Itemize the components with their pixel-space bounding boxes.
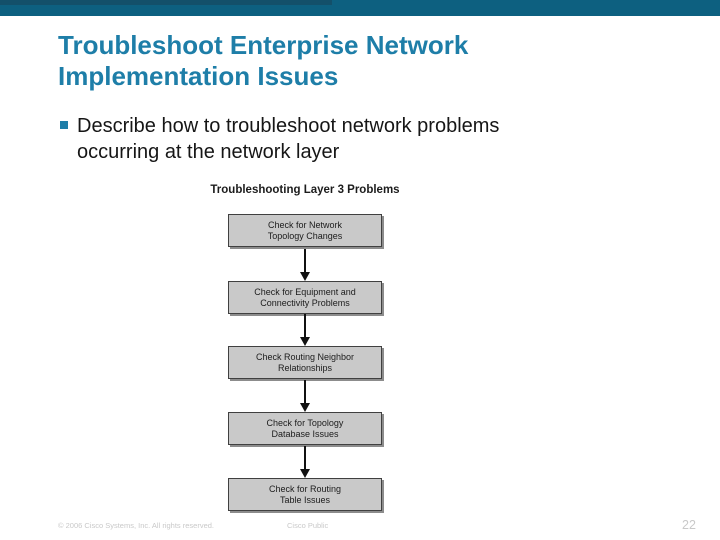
top-accent-bar-dark-segment [0,0,332,5]
page-title-line-1: Troubleshoot Enterprise Network [58,30,469,60]
down-arrow-icon [300,446,310,478]
bullet-text: Describe how to troubleshoot network pro… [77,113,499,165]
step-label-line-2: Connectivity Problems [260,297,350,308]
bullet-text-line-1: Describe how to troubleshoot network pro… [77,115,500,137]
flowchart-step-equipment-connectivity: Check for Equipment and Connectivity Pro… [228,281,382,314]
step-label-line-1: Check Routing Neighbor [255,351,355,362]
step-label-line-1: Check for Topology [266,417,344,428]
step-label-line-1: Check for Equipment and [254,286,356,297]
flowchart-step-routing-neighbor: Check Routing Neighbor Relationships [228,346,382,379]
step-label-line-2: Topology Changes [267,230,343,241]
page-title-line-2: Implementation Issues [58,61,339,91]
step-label-line-2: Database Issues [271,428,339,439]
step-label-line-2: Table Issues [279,494,331,505]
bullet-square-icon [60,121,68,129]
footer-copyright: © 2006 Cisco Systems, Inc. All rights re… [58,521,215,530]
page-title: Troubleshoot Enterprise Network Implemen… [58,30,678,92]
down-arrow-icon [300,314,310,346]
flowchart-title: Troubleshooting Layer 3 Problems [210,184,400,196]
page-number: 22 [682,518,696,532]
bullet-text-line-2: occurring at the network layer [77,141,340,163]
bullet-item: Describe how to troubleshoot network pro… [60,113,640,165]
step-label-line-1: Check for Network [267,219,343,230]
footer-classification: Cisco Public [287,521,329,530]
flowchart-step-routing-table: Check for Routing Table Issues [228,478,382,511]
flowchart-step-topology-database: Check for Topology Database Issues [228,412,382,445]
down-arrow-icon [300,380,310,412]
top-accent-bar [0,0,720,16]
down-arrow-icon [300,249,310,281]
step-label-line-2: Relationships [277,362,333,373]
step-label-line-1: Check for Routing [268,483,342,494]
flowchart-step-network-topology-changes: Check for Network Topology Changes [228,214,382,247]
